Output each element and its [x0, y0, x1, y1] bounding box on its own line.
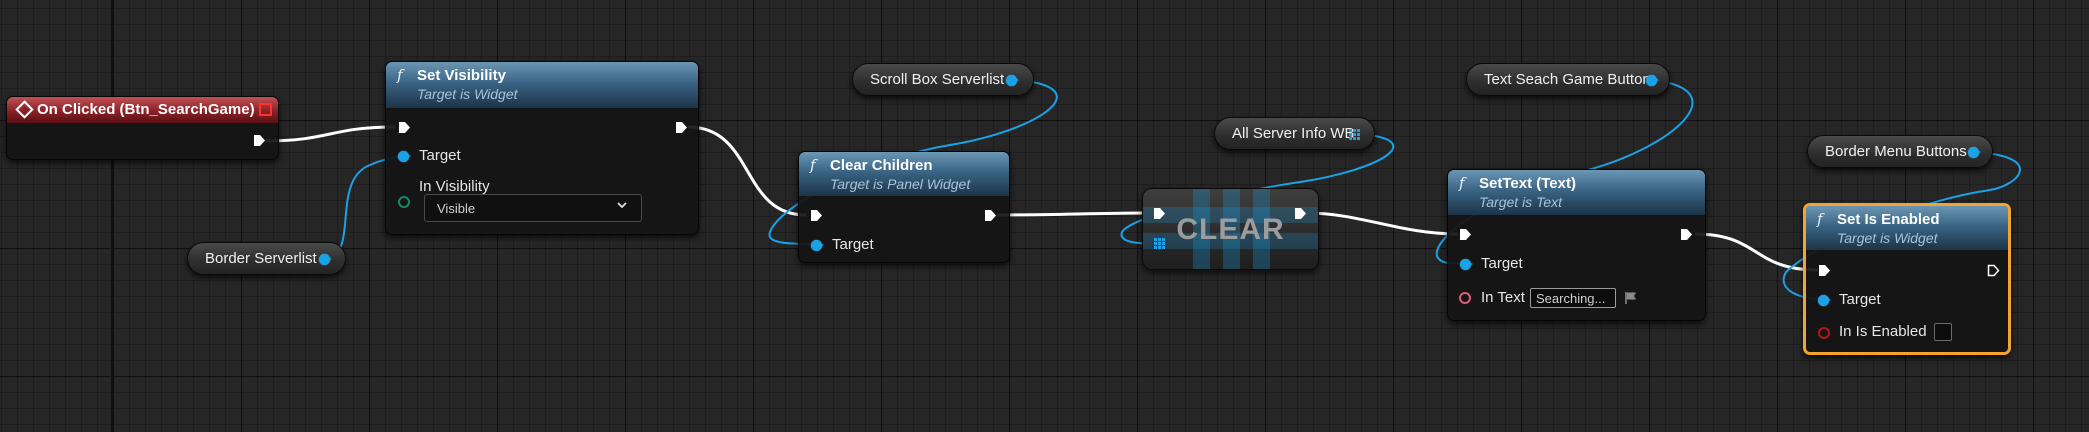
clear-decor-bar: [1143, 207, 1318, 223]
exec-in-pin[interactable]: [1153, 207, 1166, 220]
exec-wire-clear-children-to-clear: [996, 211, 1157, 217]
clear-decor-stripe: [1253, 189, 1270, 269]
getter-out-pin[interactable]: [1968, 147, 1981, 158]
getter-label: Text Seach Game Button: [1484, 71, 1651, 88]
getter-label: All Server Info WB: [1232, 125, 1355, 142]
visibility-dropdown[interactable]: Visible: [424, 194, 642, 222]
exec-out-pin[interactable]: [675, 121, 688, 134]
in-is-enabled-checkbox[interactable]: [1934, 323, 1952, 341]
exec-out-pin[interactable]: [1680, 228, 1693, 241]
exec-out-pin[interactable]: [1294, 207, 1307, 220]
getter-label: Scroll Box Serverlist: [870, 71, 1005, 88]
in-text-label: In Text: [1481, 289, 1525, 306]
node-title: Set Visibility: [417, 67, 506, 84]
array-grid-icon[interactable]: [1349, 129, 1360, 140]
exec-wire-settext-to-set-is-enabled: [1694, 232, 1819, 272]
exec-in-pin[interactable]: [1459, 228, 1472, 241]
array-grid-icon[interactable]: [1154, 238, 1165, 249]
on-clicked-event-node[interactable]: On Clicked (Btn_SearchGame): [6, 96, 279, 160]
exec-in-pin[interactable]: [398, 121, 411, 134]
in-visibility-label: In Visibility: [419, 178, 490, 195]
in-is-enabled-pin[interactable]: [1818, 327, 1830, 339]
set-is-enabled-header: f Set Is Enabled Target is Widget: [1806, 206, 2008, 250]
target-label: Target: [832, 236, 874, 253]
function-icon: f: [810, 156, 816, 174]
node-subtitle: Target is Text: [1479, 194, 1563, 210]
all-server-info-wb-getter[interactable]: All Server Info WB: [1214, 117, 1375, 150]
graph-origin-axis: [111, 0, 113, 432]
target-pin[interactable]: [1818, 295, 1831, 306]
visibility-value: Visible: [437, 201, 476, 216]
text-search-game-button-getter[interactable]: Text Seach Game Button: [1466, 63, 1670, 96]
clear-array-node[interactable]: CLEAR: [1142, 188, 1319, 270]
clear-decor-stripe: [1193, 189, 1210, 269]
localization-flag-icon[interactable]: [1624, 291, 1638, 305]
clear-decor-bar: [1143, 233, 1318, 249]
exec-out-pin[interactable]: [984, 209, 997, 222]
in-is-enabled-label: In Is Enabled: [1839, 323, 1927, 340]
clear-decor-stripe: [1223, 189, 1240, 269]
event-diamond-icon: [15, 100, 34, 119]
node-subtitle: Target is Panel Widget: [830, 176, 971, 192]
target-label: Target: [1481, 255, 1523, 272]
set-visibility-header: f Set Visibility Target is Widget: [386, 62, 698, 108]
target-pin[interactable]: [811, 240, 824, 251]
getter-label: Border Menu Buttons: [1825, 143, 1967, 160]
function-icon: f: [1459, 174, 1465, 192]
exec-in-pin[interactable]: [810, 209, 823, 222]
getter-out-pin[interactable]: [1646, 75, 1659, 86]
set-is-enabled-node[interactable]: f Set Is Enabled Target is Widget Target…: [1803, 203, 2011, 355]
node-title: Set Is Enabled: [1837, 211, 1940, 228]
in-text-pin[interactable]: [1459, 292, 1471, 304]
target-label: Target: [1839, 291, 1881, 308]
scroll-box-serverlist-getter[interactable]: Scroll Box Serverlist: [852, 63, 1034, 96]
getter-label: Border Serverlist: [205, 250, 317, 267]
border-menu-buttons-getter[interactable]: Border Menu Buttons: [1807, 135, 1993, 168]
exec-in-pin[interactable]: [1818, 264, 1831, 277]
in-visibility-pin[interactable]: [398, 196, 410, 208]
clear-children-header: f Clear Children Target is Panel Widget: [799, 152, 1009, 196]
set-text-header: f SetText (Text) Target is Text: [1448, 170, 1705, 215]
set-text-node[interactable]: f SetText (Text) Target is Text Target I…: [1447, 169, 1706, 321]
target-pin[interactable]: [1460, 259, 1473, 270]
exec-wire-clear-to-settext: [1305, 211, 1459, 236]
exec-out-pin[interactable]: [253, 134, 266, 147]
border-serverlist-getter[interactable]: Border Serverlist: [187, 242, 346, 275]
exec-out-pin-unconnected[interactable]: [1987, 264, 2000, 277]
clear-children-node[interactable]: f Clear Children Target is Panel Widget …: [798, 151, 1010, 263]
getter-out-pin[interactable]: [1006, 75, 1019, 86]
node-title: SetText (Text): [1479, 175, 1576, 192]
chevron-down-icon: [617, 202, 627, 209]
target-pin[interactable]: [398, 151, 411, 162]
set-visibility-node[interactable]: f Set Visibility Target is Widget Target…: [385, 61, 699, 235]
node-title: Clear Children: [830, 157, 933, 174]
event-title: On Clicked (Btn_SearchGame): [37, 101, 255, 118]
node-subtitle: Target is Widget: [1837, 230, 1938, 246]
delegate-square-icon[interactable]: [259, 103, 272, 116]
in-text-value: Searching...: [1536, 291, 1606, 306]
exec-wire-clicked-to-visibility: [264, 125, 396, 143]
clear-label: CLEAR: [1176, 213, 1285, 246]
function-icon: f: [1817, 210, 1823, 228]
exec-wire-visibility-to-clear-children: [687, 125, 807, 217]
in-text-input[interactable]: Searching...: [1530, 288, 1616, 308]
getter-out-pin[interactable]: [319, 254, 332, 265]
function-icon: f: [397, 66, 403, 84]
target-label: Target: [419, 147, 461, 164]
node-subtitle: Target is Widget: [417, 86, 518, 102]
event-header: On Clicked (Btn_SearchGame): [7, 97, 278, 123]
